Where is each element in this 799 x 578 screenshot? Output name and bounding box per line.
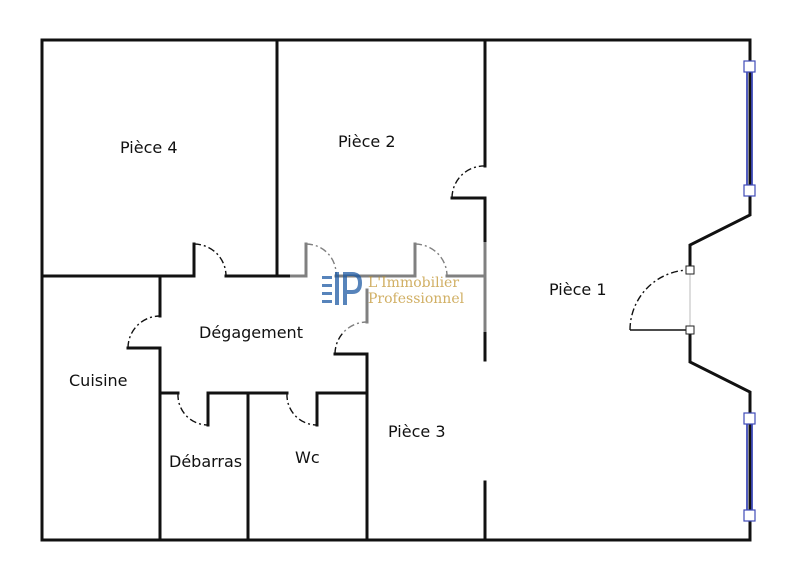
label-debarras: Débarras xyxy=(169,452,242,471)
door-entry xyxy=(629,269,691,331)
entry-hinge-bottom xyxy=(685,325,695,335)
logo-mark xyxy=(322,272,362,305)
label-piece2: Pièce 2 xyxy=(338,132,396,151)
windows xyxy=(743,60,756,522)
door-piece3 xyxy=(334,321,368,355)
door-piece4 xyxy=(193,243,227,277)
label-wc: Wc xyxy=(295,448,320,467)
window-bottom-handle-b xyxy=(743,509,756,522)
window-top-handle-b xyxy=(743,184,756,197)
room-labels: Pièce 4 Pièce 2 Pièce 1 Dégagement Cuisi… xyxy=(69,132,607,471)
door-piece1-left xyxy=(414,243,448,277)
logo-line-2: Professionnel xyxy=(368,291,465,307)
entry-hinge-top xyxy=(685,265,695,275)
watermark-logo: L'Immobilier Professionnel xyxy=(290,242,512,332)
door-swings xyxy=(127,165,695,426)
interior-walls xyxy=(40,38,487,542)
window-top-handle-a xyxy=(743,60,756,73)
label-piece4: Pièce 4 xyxy=(120,138,178,157)
door-piece2 xyxy=(305,243,337,277)
label-cuisine: Cuisine xyxy=(69,371,128,390)
door-piece2-east xyxy=(451,165,486,199)
door-debarras xyxy=(177,392,209,426)
label-piece1: Pièce 1 xyxy=(549,280,607,299)
door-cuisine xyxy=(127,315,161,349)
label-piece3: Pièce 3 xyxy=(388,422,446,441)
door-wc xyxy=(286,392,318,426)
logo-line-1: L'Immobilier xyxy=(368,275,459,291)
exterior-walls xyxy=(40,38,752,542)
label-degagement: Dégagement xyxy=(199,323,303,342)
window-bottom-handle-a xyxy=(743,412,756,425)
